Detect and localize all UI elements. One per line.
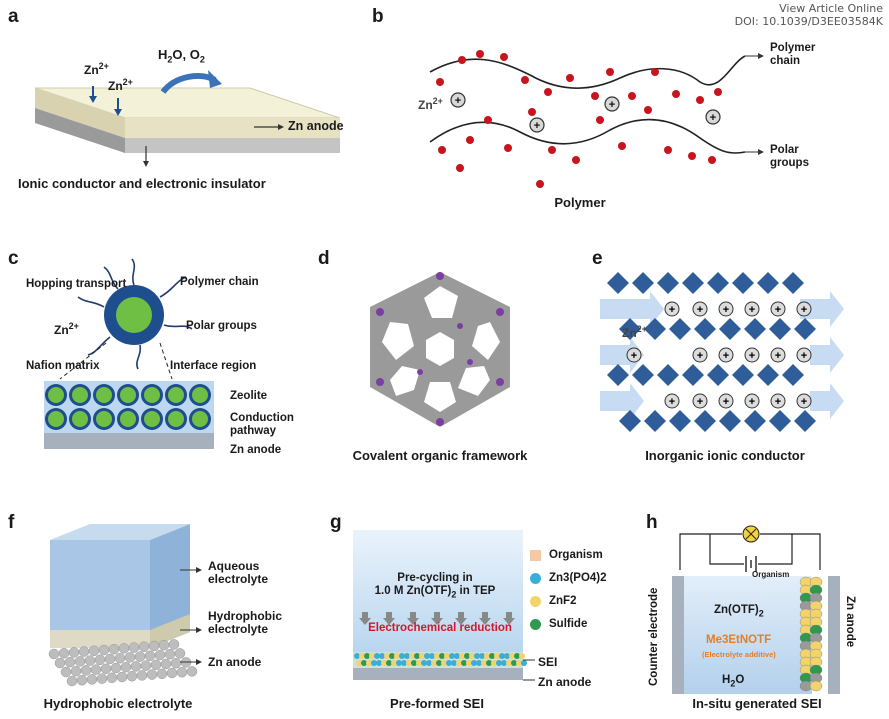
svg-text:+: + bbox=[697, 396, 703, 408]
interface-region-label: Interface region bbox=[170, 360, 257, 372]
zeolite-label: Zeolite bbox=[230, 390, 268, 402]
panel-d-figure bbox=[370, 272, 510, 427]
panel-b-caption: Polymer bbox=[554, 195, 606, 210]
svg-text:+: + bbox=[775, 350, 781, 362]
svg-text:+: + bbox=[609, 99, 615, 111]
organism-label-h: Organism bbox=[752, 570, 790, 579]
panel-g-label: g bbox=[330, 512, 342, 533]
view-article-online-link[interactable]: View Article Online bbox=[779, 2, 883, 15]
hydrophobic-electrolyte-label: Hydrophobic electrolyte bbox=[208, 609, 282, 636]
additive-note-label: (Electrolyte additive) bbox=[702, 650, 776, 659]
panel-b-figure: + + + + bbox=[429, 50, 764, 188]
legend-item-zn3po42: Zn3(PO4)2 bbox=[530, 567, 607, 590]
legend-swatch bbox=[530, 619, 541, 630]
panel-f-label: f bbox=[8, 512, 15, 533]
h2o-o2-label: H2O, O2 bbox=[158, 47, 205, 65]
panel-e-figure: + + + + + + + + + + + + + + + + + + bbox=[600, 272, 844, 432]
zn-anode-label-f: Zn anode bbox=[208, 655, 262, 669]
zn-ion-label-e: Zn2+ bbox=[622, 324, 647, 340]
panel-f-caption: Hydrophobic electrolyte bbox=[43, 696, 193, 711]
panel-c-label: c bbox=[8, 248, 19, 269]
svg-text:+: + bbox=[723, 350, 729, 362]
svg-text:+: + bbox=[775, 396, 781, 408]
sei-legend: Organism Zn3(PO4)2 ZnF2 Sulfide bbox=[530, 544, 607, 636]
zn-anode-label-a: Zn anode bbox=[288, 119, 344, 133]
svg-text:+: + bbox=[723, 304, 729, 316]
panel-a-caption: Ionic conductor and electronic insulator bbox=[18, 176, 266, 191]
panel-e-caption: Inorganic ionic conductor bbox=[645, 448, 805, 463]
hopping-transport-label: Hopping transport bbox=[26, 278, 127, 290]
panel-b-label: b bbox=[372, 6, 384, 27]
legend-swatch bbox=[530, 596, 541, 607]
polar-groups-label-b: Polar groups bbox=[770, 144, 809, 169]
panel-a-label: a bbox=[8, 6, 19, 27]
panel-f-figure bbox=[48, 524, 202, 687]
panel-h-caption: In-situ generated SEI bbox=[692, 696, 822, 711]
svg-text:+: + bbox=[749, 350, 755, 362]
polar-groups-label-c: Polar groups bbox=[186, 320, 257, 332]
electrochemical-reduction-label: Electrochemical reduction bbox=[368, 622, 512, 634]
svg-text:+: + bbox=[710, 112, 716, 124]
svg-text:+: + bbox=[723, 396, 729, 408]
zn-ion-label-1: Zn2+ bbox=[84, 61, 109, 77]
svg-text:+: + bbox=[801, 396, 807, 408]
h2o-label-h: H2O bbox=[722, 674, 745, 689]
panel-d-caption: Covalent organic framework bbox=[352, 448, 528, 463]
svg-text:+: + bbox=[775, 304, 781, 316]
zn-ion-label-c: Zn2+ bbox=[54, 321, 79, 337]
svg-text:+: + bbox=[534, 120, 540, 132]
svg-text:+: + bbox=[697, 350, 703, 362]
svg-text:+: + bbox=[749, 304, 755, 316]
zn-anode-label-c: Zn anode bbox=[230, 444, 282, 456]
article-header: View Article Online DOI: 10.1039/D3EE035… bbox=[735, 2, 883, 28]
legend-item-organism: Organism bbox=[530, 544, 607, 567]
legend-swatch bbox=[530, 550, 541, 561]
panel-e-label: e bbox=[592, 248, 603, 269]
panel-g-caption: Pre-formed SEI bbox=[390, 696, 484, 711]
svg-text:+: + bbox=[749, 396, 755, 408]
precycling-text: Pre-cycling in 1.0 M Zn(OTF)2 in TEP bbox=[374, 572, 496, 600]
panel-a-figure bbox=[34, 70, 341, 167]
zn-anode-label-h: Zn anode bbox=[844, 596, 856, 648]
conduction-pathway-label: Conduction pathway bbox=[230, 412, 294, 437]
svg-text:+: + bbox=[801, 304, 807, 316]
polymer-chain-label-b: Polymer chain bbox=[770, 42, 816, 67]
legend-swatch bbox=[530, 573, 541, 584]
svg-text:+: + bbox=[697, 304, 703, 316]
doi-text: DOI: 10.1039/D3EE03584K bbox=[734, 15, 883, 28]
zn-anode-label-g: Zn anode bbox=[538, 675, 592, 689]
svg-text:+: + bbox=[669, 396, 675, 408]
panel-g-figure bbox=[353, 530, 535, 681]
zn-ion-label-b: Zn2+ bbox=[418, 96, 443, 112]
aqueous-electrolyte-label: Aqueous electrolyte bbox=[208, 559, 269, 586]
panel-h-label: h bbox=[646, 512, 658, 533]
polymer-chain-label-c: Polymer chain bbox=[180, 276, 259, 288]
sei-label: SEI bbox=[538, 655, 558, 669]
panel-h-figure bbox=[672, 525, 840, 694]
panel-c-figure bbox=[44, 258, 214, 449]
svg-text:+: + bbox=[801, 350, 807, 362]
legend-item-znf2: ZnF2 bbox=[530, 590, 607, 613]
legend-item-sulfide: Sulfide bbox=[530, 613, 607, 636]
zn-ion-label-2: Zn2+ bbox=[108, 77, 133, 93]
svg-text:+: + bbox=[631, 350, 637, 362]
svg-text:+: + bbox=[455, 95, 461, 107]
svg-text:+: + bbox=[669, 304, 675, 316]
znotf2-label: Zn(OTF)2 bbox=[714, 604, 764, 619]
additive-label: Me3EtNOTF bbox=[706, 634, 772, 646]
nafion-matrix-label: Nafion matrix bbox=[26, 360, 100, 372]
panel-d-label: d bbox=[318, 248, 330, 269]
counter-electrode-label: Counter electrode bbox=[648, 587, 660, 686]
